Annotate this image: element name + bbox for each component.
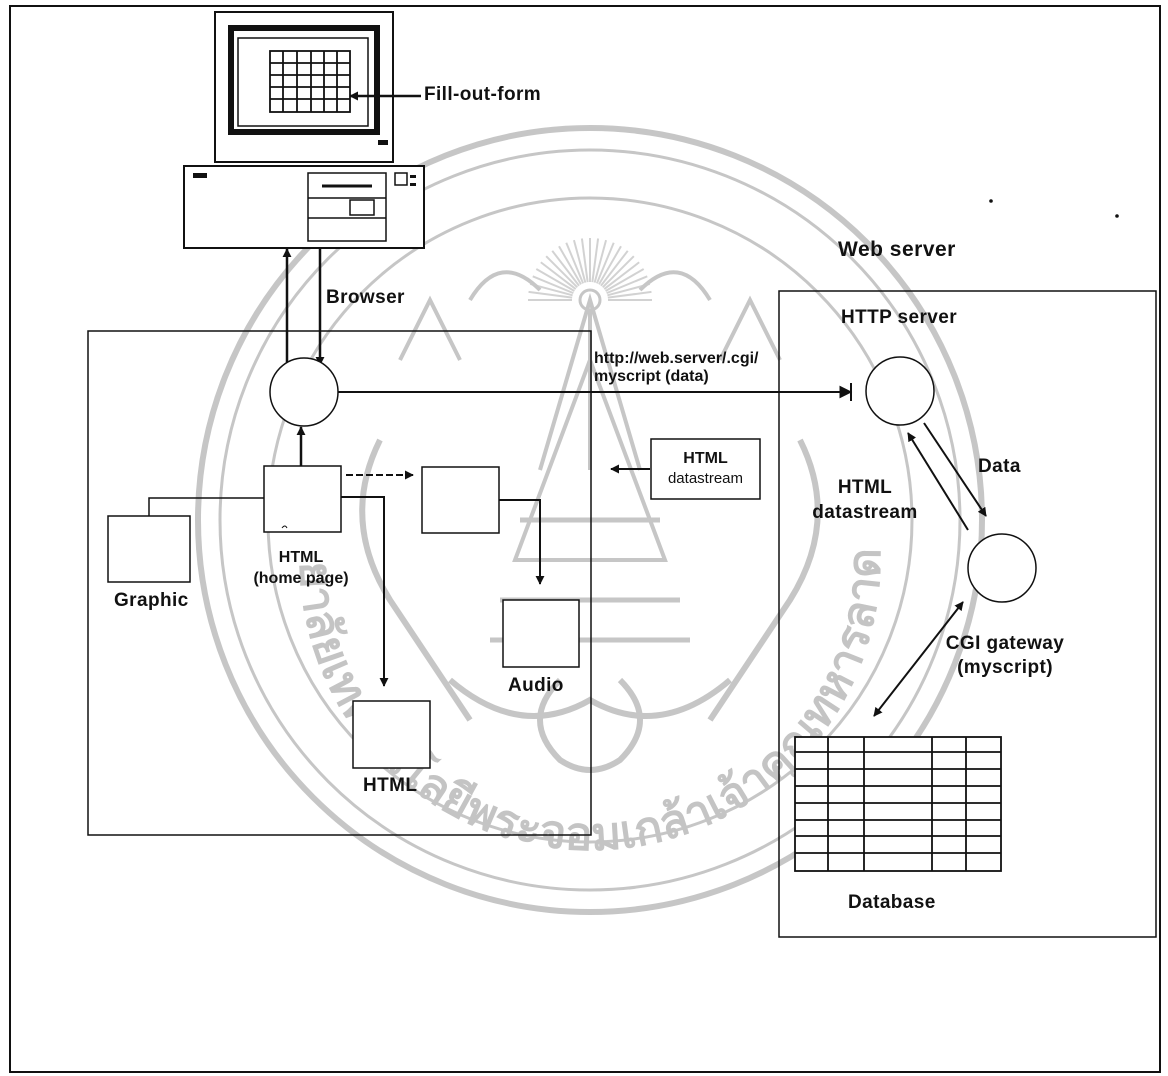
http-server-label: HTTP server: [841, 307, 957, 329]
home-page-label: HTML (home page): [234, 547, 368, 589]
power-button: [378, 140, 388, 145]
home-page-line2: (home page): [234, 568, 368, 589]
brand-badge: [193, 173, 207, 178]
request-url-line1: http://web.server/.cgi/: [594, 350, 758, 368]
indicator-light: [410, 175, 416, 178]
graphic-label: Graphic: [114, 590, 189, 612]
html-label: HTML: [363, 775, 417, 797]
monitor-screen: [231, 28, 377, 132]
scan-dot: [1115, 214, 1119, 218]
scan-dot: [989, 199, 993, 203]
web-server-label: Web server: [838, 238, 956, 262]
homepage-box: [264, 466, 341, 532]
request-url-label: http://web.server/.cgi/ myscript (data): [594, 350, 758, 386]
html-datastream-box-line1: HTML: [651, 449, 760, 469]
html-datastream-line1: HTML: [800, 475, 930, 500]
html-datastream-box-line2: datastream: [651, 469, 760, 489]
cgi-gateway-line2: (myscript): [930, 656, 1080, 680]
watermark-seal-textpath: มหาวิทยาลัยเทคโนโลยีพระจอมเกล้าเจ้าคุณทห…: [0, 0, 891, 861]
html-page-box: [353, 701, 430, 768]
graphic-box: [108, 516, 190, 582]
browser-label: Browser: [326, 287, 405, 309]
request-url-line2: myscript (data): [594, 368, 758, 386]
computer-base: [184, 166, 424, 248]
graphic-connector: [149, 498, 264, 516]
html-datastream-line2: datastream: [800, 500, 930, 525]
database-label: Database: [848, 892, 936, 914]
html-datastream-label: HTML datastream: [800, 475, 930, 525]
data-label: Data: [978, 456, 1021, 478]
browser-node: [270, 358, 338, 426]
client-computer: [184, 12, 424, 248]
http-server-node: [866, 357, 934, 425]
audio-box: [503, 600, 579, 667]
linked-page-box: [422, 467, 499, 533]
home-page-line1: HTML: [234, 547, 368, 568]
indicator-light-2: [410, 183, 416, 186]
cgi-gateway-node: [968, 534, 1036, 602]
cgi-gateway-label: CGI gateway (myscript): [930, 632, 1080, 680]
fill-out-form-label: Fill-out-form: [424, 84, 541, 106]
watermark-seal-text: มหาวิทยาลัยเทคโนโลยีพระจอมเกล้าเจ้าคุณทห…: [0, 0, 891, 861]
database-table: [795, 737, 1001, 871]
audio-label: Audio: [508, 675, 564, 697]
html-datastream-box-label: HTML datastream: [651, 449, 760, 489]
cgi-gateway-line1: CGI gateway: [930, 632, 1080, 656]
